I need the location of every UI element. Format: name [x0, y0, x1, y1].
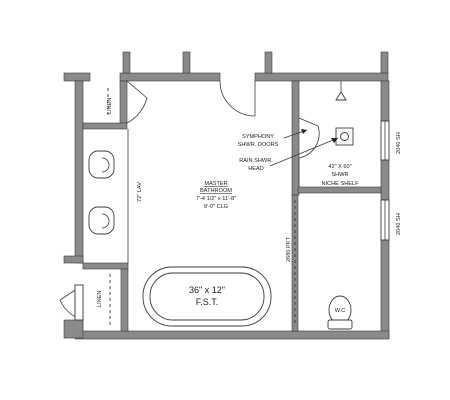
linen-bottom-label: LINEN: [97, 291, 103, 307]
tub-basin: [149, 272, 265, 321]
rain-shower-head: [335, 91, 347, 101]
shower-size-label: 42" X 60": [328, 164, 351, 170]
master-room-name: MASTER: [204, 181, 227, 187]
shower-door-swing: [298, 125, 320, 159]
wall-left-jamb: [63, 319, 84, 339]
niche-shelf-label: NICHE SHELF: [322, 181, 360, 187]
master-room-name-2: BATHROOM: [200, 188, 232, 194]
wall-closet-top-side: [119, 80, 128, 124]
rain-head-note: RAIN SHWR.: [239, 158, 273, 164]
wall-partition-upper: [291, 80, 300, 196]
window-upper-label: 2040 SH: [396, 132, 402, 154]
wall-stub-4: [380, 51, 389, 74]
master-room-ceiling: 9'-0" CLG: [204, 204, 228, 210]
entry-door-swing: [219, 80, 256, 117]
sink-lower: [88, 206, 115, 235]
symphony-doors-note-2: SHWR. DOORS: [238, 142, 279, 148]
pocket-door-label: 2680 PKT: [286, 237, 292, 262]
vanity-label: 72" LAV: [137, 182, 143, 202]
wall-right-upper: [380, 80, 390, 122]
wall-left-upper: [74, 80, 84, 264]
wall-top-mid: [119, 72, 221, 82]
wall-shower-bottom: [297, 186, 382, 194]
wc-label: W.C: [335, 308, 346, 314]
wall-stub-1: [122, 51, 131, 74]
wall-closet-top-floor: [82, 122, 128, 130]
tub-size-label: 36" x 12": [189, 285, 225, 295]
wall-closet-bottom-roof: [82, 262, 129, 270]
rain-head-arrow: [269, 137, 339, 167]
master-room-dims: 7'-4 1/2" x 11'-8": [196, 196, 236, 202]
linen-bottom-opening: [74, 284, 84, 321]
window-lower-label: 2040 SH: [396, 213, 402, 235]
toilet-tank: [327, 319, 353, 330]
tub-type-label: F.S.T.: [196, 297, 219, 307]
shower-door-leaf: [298, 117, 319, 127]
wall-right-lower: [380, 239, 390, 339]
wall-right-mid: [380, 159, 390, 201]
wall-bottom: [74, 330, 390, 340]
wall-top-right: [254, 72, 389, 82]
wall-closet-bottom-side: [120, 268, 129, 332]
wall-stub-2: [182, 51, 191, 74]
wall-stub-3: [264, 51, 273, 74]
wall-left-step: [63, 255, 84, 264]
wall-top-left: [63, 72, 91, 82]
linen-top-door-swing: [126, 97, 148, 124]
shower-label: SHWR: [331, 172, 348, 178]
sink-upper: [88, 150, 115, 179]
rain-head-note-2: HEAD: [248, 166, 264, 172]
symphony-doors-note: SYMPHONY: [242, 134, 274, 140]
linen-top-label: LINEN: [107, 98, 113, 114]
linen-top-door-leaf: [126, 80, 148, 99]
